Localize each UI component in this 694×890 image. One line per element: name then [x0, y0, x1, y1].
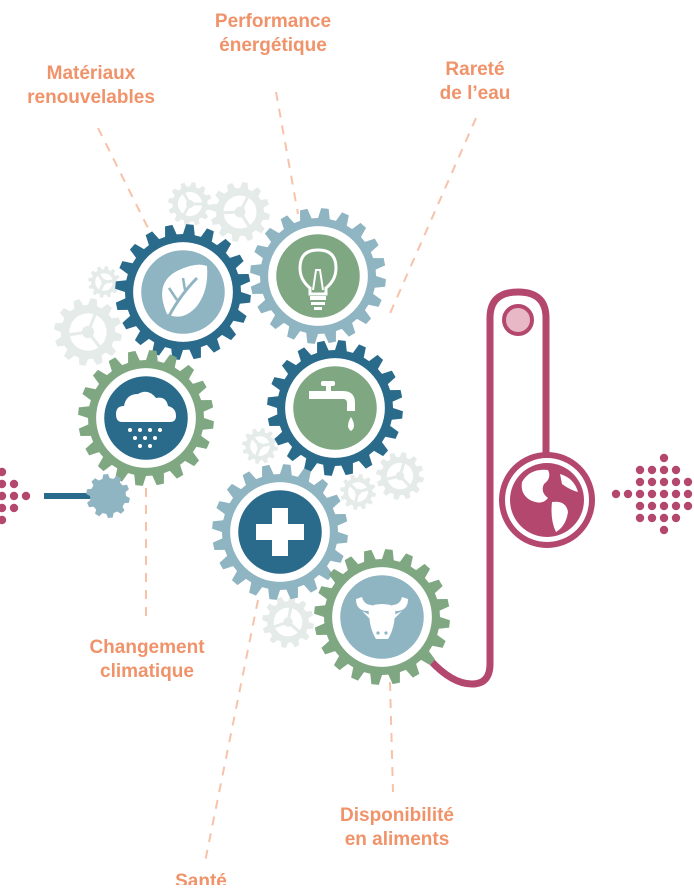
- lightbulb-icon: [298, 248, 338, 310]
- right-dot-arrow: [611, 453, 693, 535]
- conveyor-track: [426, 288, 550, 688]
- background-gear: [376, 452, 424, 500]
- track-knob: [502, 304, 534, 336]
- dot-arrows: [0, 453, 693, 535]
- left-dot-arrow: [0, 467, 31, 525]
- water-tap-icon: [309, 381, 355, 431]
- globe-icon: [499, 452, 595, 548]
- leader-line-performance: [275, 91, 299, 215]
- gear-small-connector: [86, 474, 130, 518]
- label-sante: Santé: [175, 871, 227, 885]
- gear-rarete: [267, 340, 403, 476]
- leader-line-materiaux: [97, 127, 151, 233]
- bull-head-icon: [356, 597, 408, 639]
- rain-cloud-icon: [116, 391, 176, 448]
- background-gear: [210, 182, 270, 242]
- background-gear: [168, 182, 212, 226]
- background-gear: [54, 298, 122, 366]
- background-gear: [262, 596, 314, 648]
- leader-line-disponibilite: [389, 681, 394, 793]
- leader-line-sante: [204, 599, 259, 863]
- gear-performance: [250, 208, 386, 344]
- leaf-icon: [162, 264, 208, 317]
- plus-icon: [256, 508, 304, 556]
- background-gear: [340, 474, 376, 510]
- leader-line-rarete: [387, 117, 477, 319]
- background-gear: [88, 266, 120, 298]
- background-gears: [54, 182, 424, 648]
- background-gear: [242, 428, 278, 464]
